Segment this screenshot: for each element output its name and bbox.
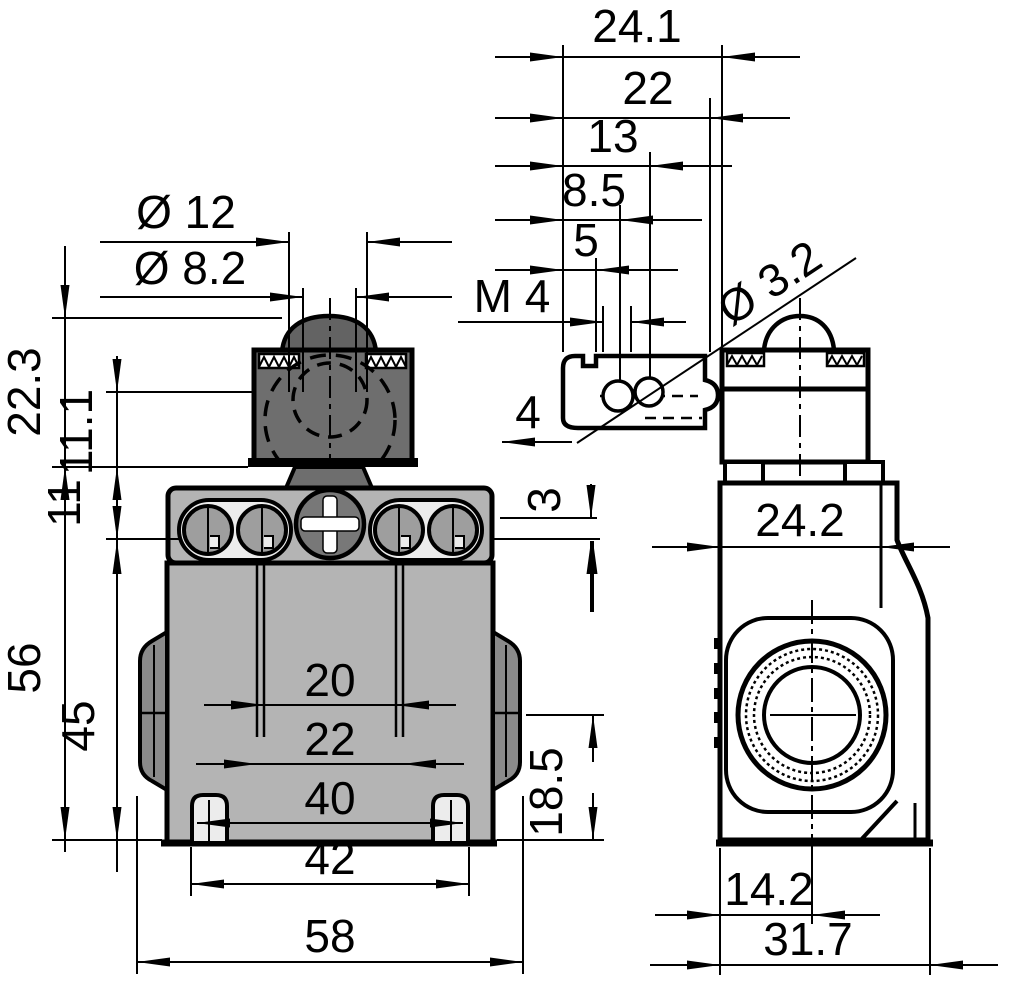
dim-24-1: 24.1: [495, 0, 800, 62]
dim-dia-12: Ø 12: [100, 186, 452, 247]
dim-label-56: 56: [0, 642, 50, 693]
dim-label-4: 4: [515, 386, 541, 438]
dim-label-11: 11: [38, 479, 90, 527]
dim-label-24-2: 24.2: [755, 494, 845, 546]
dims-side-bottom: 14.2 31.7: [650, 835, 998, 975]
dim-22-front: 22: [196, 713, 464, 769]
side-conduit-entry: [735, 600, 889, 835]
dims-front-top: Ø 12 Ø 8.2: [100, 186, 452, 392]
dim-m4: M 4: [458, 270, 686, 327]
side-head-serration-left: [725, 351, 766, 368]
dim-42: 42: [190, 832, 470, 896]
dim-22-side: 22: [495, 62, 790, 123]
dim-label-18-5: 18.5: [520, 747, 572, 837]
dim-58: 58: [136, 796, 524, 974]
dim-label-40: 40: [304, 772, 355, 824]
dim-4: 4: [502, 386, 572, 447]
dim-label-3: 3: [518, 487, 570, 513]
front-hook-right: [431, 793, 470, 841]
dim-label-42: 42: [304, 832, 355, 884]
dim-label-m4: M 4: [474, 270, 551, 322]
front-mount-slots: [182, 504, 479, 556]
dim-label-22-front: 22: [304, 713, 355, 765]
front-lobe-left: [138, 628, 169, 794]
front-head-serration-right: [364, 352, 408, 370]
dim-31-7: 31.7: [650, 913, 998, 970]
bracket-hole-1: [601, 379, 635, 413]
side-head-tab-left: [723, 460, 765, 485]
dim-8-5: 8.5: [495, 164, 702, 225]
dim-label-45: 45: [52, 700, 104, 751]
dim-18-5: 18.5: [497, 714, 604, 841]
dim-3: 3: [500, 484, 597, 612]
dim-label-8-5: 8.5: [562, 164, 626, 216]
side-head-tab-right: [843, 460, 885, 485]
front-head-base: [248, 458, 418, 467]
dim-label-14-2: 14.2: [724, 863, 814, 915]
front-neck: [282, 465, 376, 490]
dim-13: 13: [495, 110, 732, 171]
side-conduit-boss: [724, 616, 895, 814]
side-view: [560, 298, 933, 847]
dim-24-2: 24.2: [652, 494, 950, 552]
side-head: [719, 347, 871, 465]
dim-14-2: 14.2: [655, 863, 880, 920]
dim-label-22-3: 22.3: [0, 347, 50, 437]
dim-5: 5: [495, 214, 678, 275]
side-mount-bracket: [560, 353, 721, 431]
front-center-screw: [293, 487, 367, 561]
dim-label-58: 58: [304, 910, 355, 962]
dim-label-dia-12: Ø 12: [136, 186, 236, 238]
dim-label-24-1: 24.1: [592, 0, 682, 52]
dim-40: 40: [197, 772, 463, 828]
dims-front-bottom: 20 22 40 42 58: [136, 654, 604, 974]
dim-label-11-1: 11.1: [50, 389, 102, 475]
dim-label-20: 20: [304, 654, 355, 706]
dim-label-13: 13: [587, 110, 638, 162]
dims-front-left: 22.3 11.1 11 56 45: [0, 246, 600, 872]
side-foot-chamfer: [856, 799, 899, 845]
front-lobe-right: [491, 628, 522, 794]
dim-label-5: 5: [573, 214, 599, 266]
side-head-serration-right: [825, 351, 866, 368]
dim-label-22-side: 22: [622, 62, 673, 114]
front-hook-left: [190, 793, 229, 841]
dim-label-dia-8-2: Ø 8.2: [134, 242, 247, 294]
side-body-knurl-ticks: [714, 638, 721, 748]
dim-label-31-7: 31.7: [763, 913, 853, 965]
dim-dia-8-2: Ø 8.2: [100, 242, 452, 302]
dim-20: 20: [204, 654, 456, 710]
